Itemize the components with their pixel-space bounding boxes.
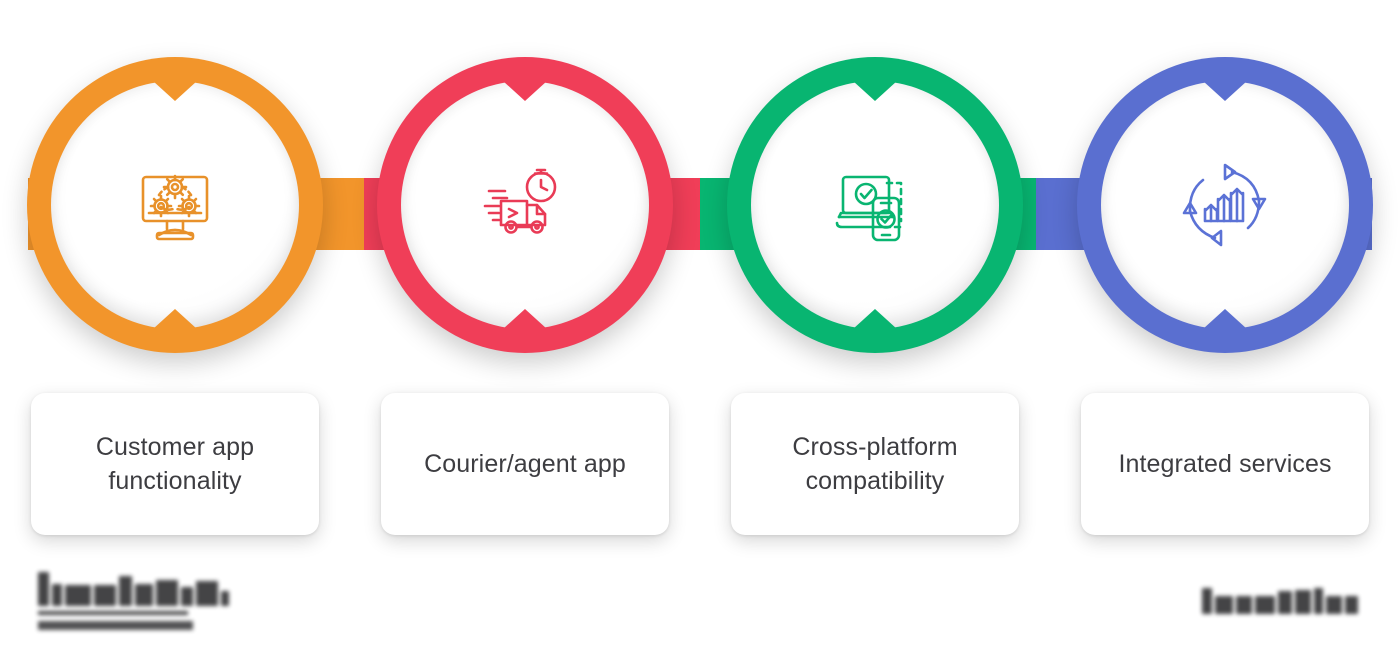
brand-logo-right-mark xyxy=(1202,588,1358,614)
step-3-label-card[interactable]: Cross-platform compatibility xyxy=(731,393,1019,535)
brand-logo-right xyxy=(1202,588,1358,614)
step-4-label-card[interactable]: Integrated services xyxy=(1081,393,1369,535)
step-1-inner-disc xyxy=(51,81,299,329)
step-4-notch-bottom xyxy=(1203,309,1247,329)
circular-arrows-growth-icon xyxy=(1077,57,1373,353)
step-1-label: Customer app functionality xyxy=(95,433,255,495)
step-4: Integrated services xyxy=(1050,0,1400,664)
brand-logo-left xyxy=(38,572,229,630)
step-3-circle[interactable] xyxy=(727,57,1023,353)
monitor-gears-icon xyxy=(27,57,323,353)
step-1: Customer app functionality xyxy=(0,0,350,664)
laptop-phone-check-icon xyxy=(727,57,1023,353)
step-2-circle[interactable] xyxy=(377,57,673,353)
brand-logo-left-tagline xyxy=(38,621,193,630)
step-2-notch-top xyxy=(503,81,547,101)
step-4-label: Integrated services xyxy=(1118,450,1332,478)
step-1-label-card[interactable]: Customer app functionality xyxy=(31,393,319,535)
step-4-notch-top xyxy=(1203,81,1247,101)
step-4-circle[interactable] xyxy=(1077,57,1373,353)
step-3-label: Cross-platform compatibility xyxy=(792,433,958,495)
step-3: Cross-platform compatibility xyxy=(700,0,1050,664)
step-1-notch-bottom xyxy=(153,309,197,329)
step-2-notch-bottom xyxy=(503,309,547,329)
step-2-inner-disc xyxy=(401,81,649,329)
step-3-notch-top xyxy=(853,81,897,101)
step-3-inner-disc xyxy=(751,81,999,329)
delivery-truck-clock-icon xyxy=(377,57,673,353)
step-3-notch-bottom xyxy=(853,309,897,329)
step-2-label: Courier/agent app xyxy=(424,450,626,478)
step-2-label-card[interactable]: Courier/agent app xyxy=(381,393,669,535)
brand-logo-left-mark xyxy=(38,572,229,606)
step-1-circle[interactable] xyxy=(27,57,323,353)
step-2: Courier/agent app xyxy=(350,0,700,664)
step-1-notch-top xyxy=(153,81,197,101)
brand-logo-left-rule xyxy=(38,611,188,615)
